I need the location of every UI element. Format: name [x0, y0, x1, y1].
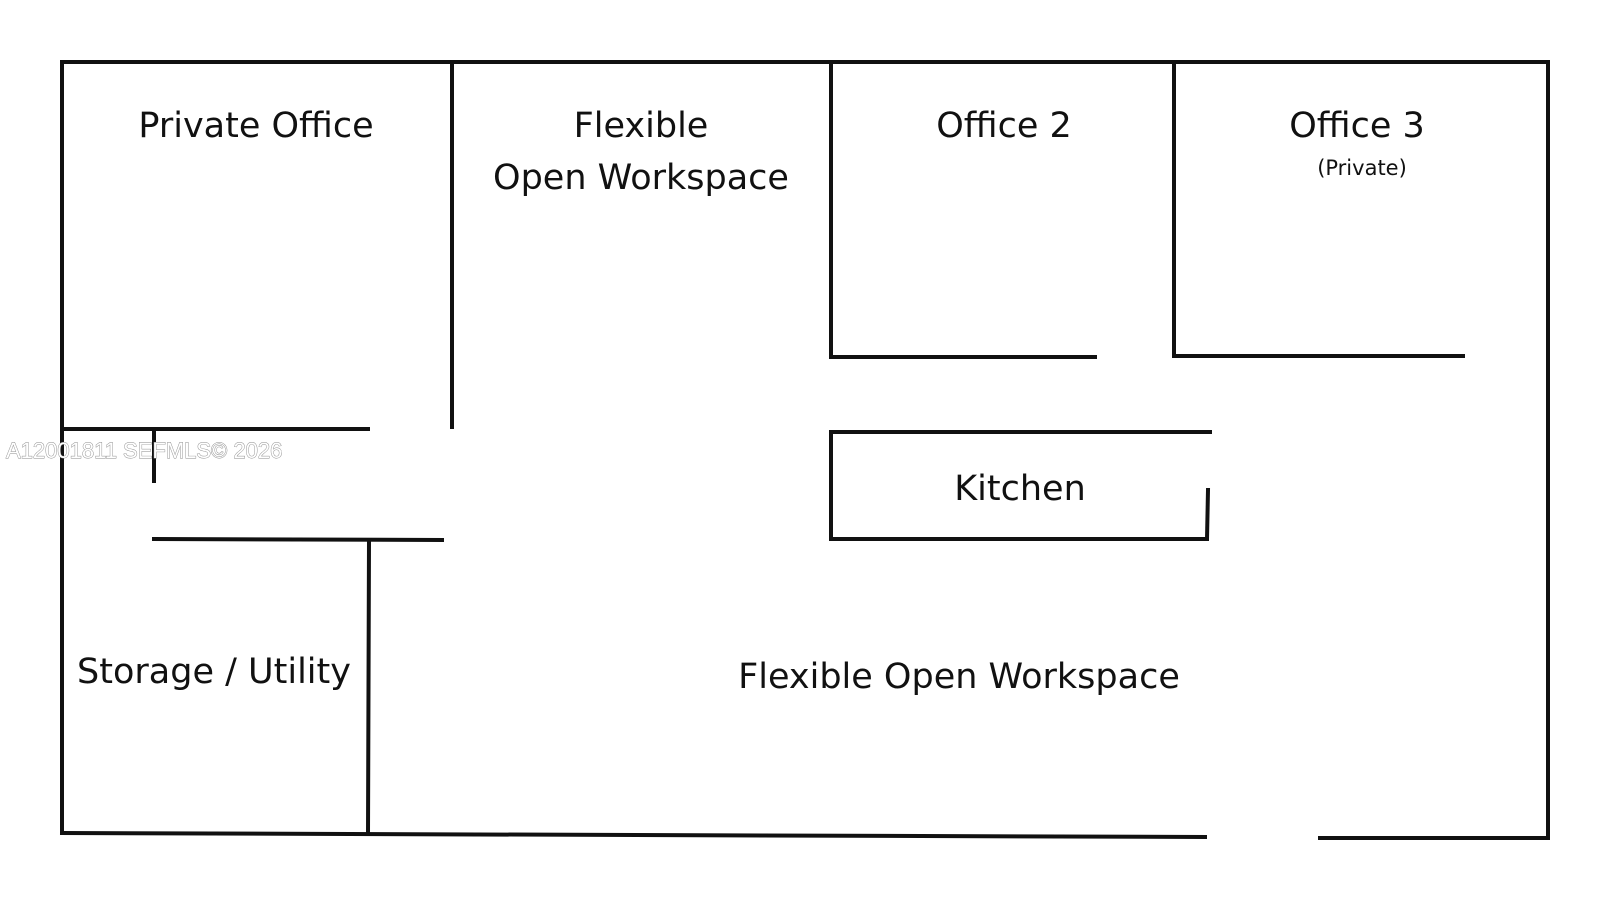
listing-watermark: A12001811 SEFMLS© 2026	[6, 438, 282, 463]
flexible-workspace-bottom-label: Flexible Open Workspace	[738, 657, 1180, 697]
private-office-label: Private Office	[138, 106, 373, 146]
outer-wall-bottom-left	[59, 830, 1208, 840]
storage-utility-label: Storage / Utility	[77, 652, 351, 692]
outer-walls	[59, 60, 1550, 840]
room-labels: Private Office Flexible Open Workspace O…	[77, 106, 1425, 697]
interior-walls	[60, 60, 1465, 836]
office3-sublabel: (Private)	[1317, 156, 1407, 180]
flexible-workspace-top-label-line2: Open Workspace	[493, 158, 789, 198]
kitchen-label: Kitchen	[954, 469, 1086, 509]
storage-right-wall	[365, 537, 372, 836]
kitchen-right-wall	[1204, 487, 1211, 542]
office2-label: Office 2	[936, 106, 1072, 146]
flexible-workspace-top-label-line1: Flexible	[574, 106, 709, 146]
storage-top-wall	[151, 536, 445, 543]
office3-label: Office 3	[1289, 106, 1425, 146]
